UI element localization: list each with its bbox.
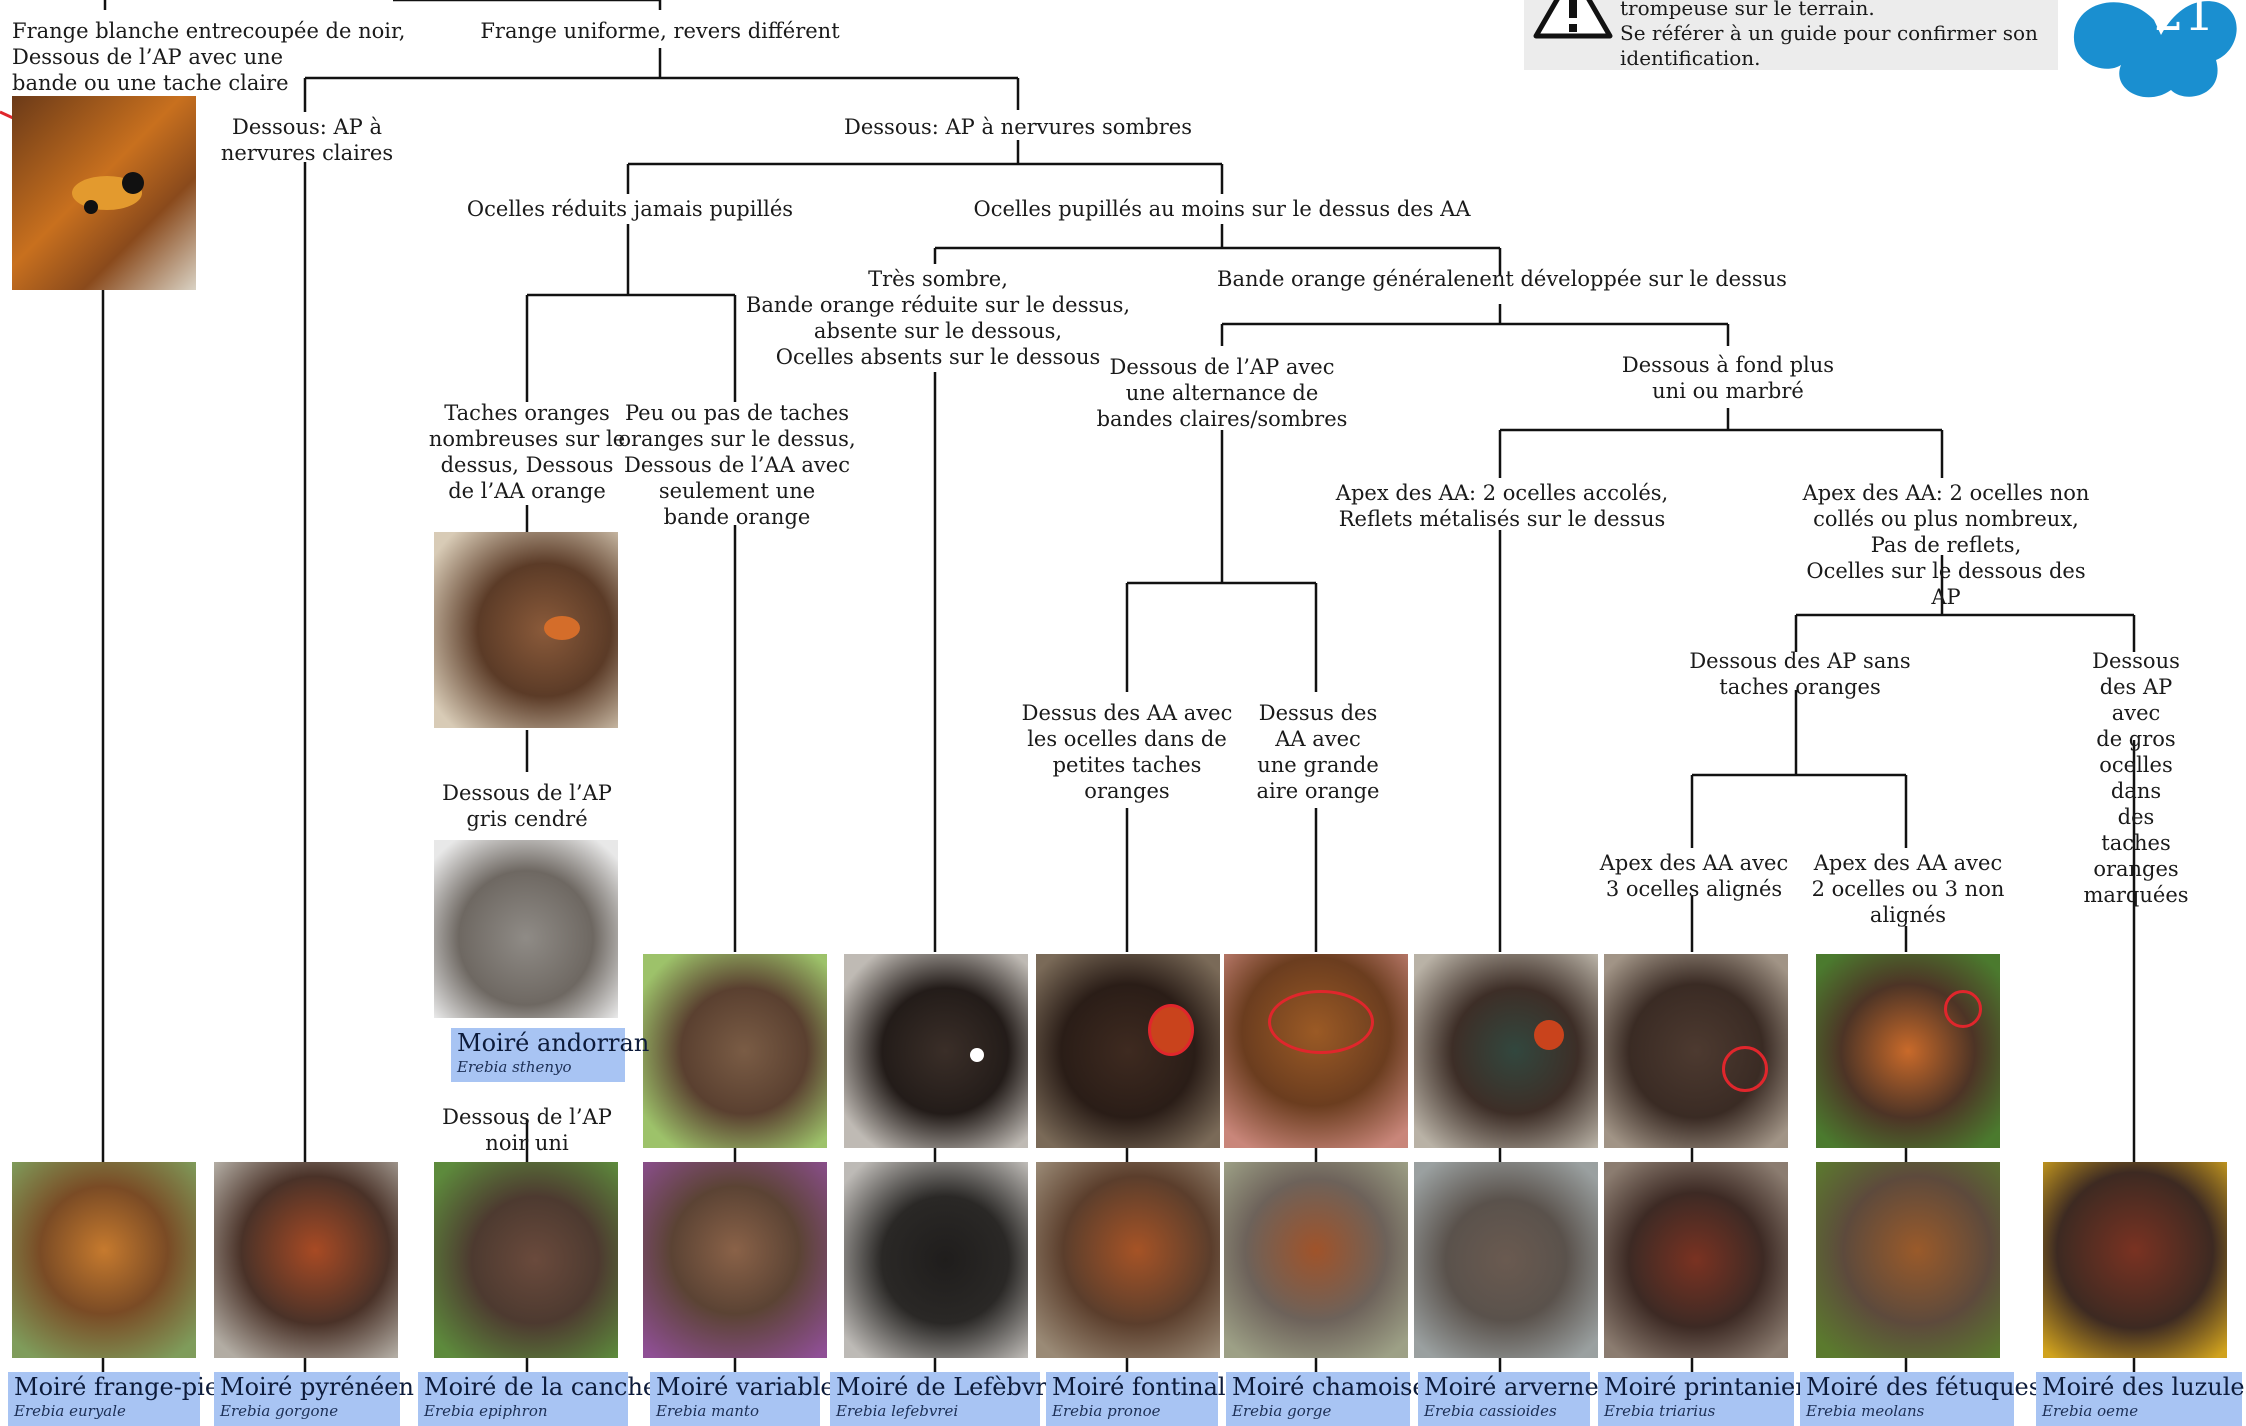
species-label-luzules: Moiré des luzules Erebia oeme — [2036, 1372, 2242, 1426]
photo-under-chamoise — [1224, 1162, 1408, 1358]
species-label-arverne: Moiré arverne Erebia cassioides — [1418, 1372, 1590, 1426]
node-frange-blanche: Frange blanche entrecoupée de noir, Dess… — [12, 18, 405, 96]
node-frange-uniforme: Frange uniforme, revers différent — [480, 18, 839, 44]
species-common-name: Moiré pyrénéen — [220, 1372, 394, 1402]
warning-icon — [1532, 0, 1614, 48]
species-label-andorran: Moiré andorran Erebia sthenyo — [451, 1028, 625, 1082]
species-label-printanier: Moiré printanier Erebia triarius — [1598, 1372, 1794, 1426]
photo-under-variable — [643, 1162, 827, 1358]
node-ap-sans-taches: Dessous des AP sans taches oranges — [1689, 648, 1910, 700]
photo-upper-printanier — [1604, 954, 1788, 1148]
species-common-name: Moiré printanier — [1604, 1372, 1788, 1402]
species-common-name: Moiré de Lefèbvre — [836, 1372, 1034, 1402]
node-petites-taches: Dessus des AA avec les ocelles dans de p… — [1022, 700, 1233, 804]
species-label-lefebvre: Moiré de Lefèbvre Erebia lefebvrei — [830, 1372, 1040, 1426]
page-number-badge: 21 — [2066, 0, 2246, 110]
species-common-name: Moiré de la canche — [424, 1372, 622, 1402]
warning-box: trompeuse sur le terrain. Se référer à u… — [1524, 0, 2058, 70]
node-ap-sombres: Dessous: AP à nervures sombres — [844, 114, 1192, 140]
node-fond-uni: Dessous à fond plus uni ou marbré — [1622, 352, 1834, 404]
photo-under-pyreneen — [214, 1162, 398, 1358]
node-ocelles-reduits: Ocelles réduits jamais pupillés — [467, 196, 793, 222]
node-gris-cendre: Dessous de l’AP gris cendré — [442, 780, 612, 832]
species-common-name: Moiré arverne — [1424, 1372, 1584, 1402]
photo-upper-fetuques — [1816, 954, 2000, 1148]
photo-upper-lefebvre — [844, 954, 1028, 1148]
node-alternance: Dessous de l’AP avec une alternance de b… — [1097, 354, 1348, 432]
photo-under-printanier — [1604, 1162, 1788, 1358]
photo-upper-variable — [643, 954, 827, 1148]
species-latin-name: Erebia cassioides — [1424, 1402, 1584, 1420]
photo-under-canche — [434, 1162, 618, 1358]
warning-text: trompeuse sur le terrain. Se référer à u… — [1620, 0, 2058, 71]
species-common-name: Moiré des luzules — [2042, 1372, 2236, 1402]
node-ocelles-pupilles: Ocelles pupillés au moins sur le dessus … — [973, 196, 1470, 222]
species-label-frange-pie: Moiré frange-pie Erebia euryale — [8, 1372, 200, 1426]
species-label-chamoise: Moiré chamoisé Erebia gorge — [1226, 1372, 1410, 1426]
page-number: 21 — [2153, 0, 2214, 42]
photo-under-lefebvre — [844, 1162, 1028, 1358]
photo-under-arverne — [1414, 1162, 1598, 1358]
node-ap-claires: Dessous: AP à nervures claires — [221, 114, 393, 166]
species-label-canche: Moiré de la canche Erebia epiphron — [418, 1372, 628, 1426]
node-deux-non-alignes: Apex des AA avec 2 ocelles ou 3 non alig… — [1812, 850, 2005, 928]
species-common-name: Moiré frange-pie — [14, 1372, 194, 1402]
photo-under-andorran — [434, 840, 618, 1018]
node-apex-non-colles: Apex des AA: 2 ocelles non collés ou plu… — [1796, 480, 2096, 610]
species-latin-name: Erebia gorgone — [220, 1402, 394, 1420]
node-noir-uni: Dessous de l’AP noir uni — [442, 1104, 612, 1156]
node-apex-accoles: Apex des AA: 2 ocelles accolés, Reflets … — [1336, 480, 1668, 532]
node-bande-orange: Bande orange généralenent développée sur… — [1217, 266, 1787, 292]
species-latin-name: Erebia gorge — [1232, 1402, 1404, 1420]
photo-upper-arverne — [1414, 954, 1598, 1148]
species-common-name: Moiré des fétuques — [1806, 1372, 2008, 1402]
node-taches-nombreuses: Taches oranges nombreuses sur le dessus,… — [429, 400, 625, 504]
photo-upper-chamoise — [1224, 954, 1408, 1148]
species-common-name: Moiré variable — [656, 1372, 814, 1402]
species-common-name: Moiré chamoisé — [1232, 1372, 1404, 1402]
photo-detail-frange-pie — [12, 96, 196, 290]
species-label-fontinal: Moiré fontinal Erebia pronoe — [1046, 1372, 1218, 1426]
species-latin-name: Erebia lefebvrei — [836, 1402, 1034, 1420]
species-latin-name: Erebia pronoe — [1052, 1402, 1212, 1420]
photo-under-luzules — [2043, 1162, 2227, 1358]
node-tres-sombre: Très sombre, Bande orange réduite sur le… — [746, 266, 1130, 370]
species-latin-name: Erebia euryale — [14, 1402, 194, 1420]
species-common-name: Moiré andorran — [457, 1028, 619, 1058]
node-grande-aire: Dessus des AA avec une grande aire orang… — [1257, 700, 1380, 804]
node-peu-taches: Peu ou pas de taches oranges sur le dess… — [618, 400, 855, 530]
species-label-fetuques: Moiré des fétuques Erebia meolans — [1800, 1372, 2014, 1426]
species-label-pyreneen: Moiré pyrénéen Erebia gorgone — [214, 1372, 400, 1426]
photo-upper-andorran — [434, 532, 618, 728]
node-trois-alignes: Apex des AA avec 3 ocelles alignés — [1600, 850, 1788, 902]
species-latin-name: Erebia sthenyo — [457, 1058, 619, 1076]
species-latin-name: Erebia meolans — [1806, 1402, 2008, 1420]
photo-upper-fontinal — [1036, 954, 1220, 1148]
photo-under-fetuques — [1816, 1162, 2000, 1358]
node-gros-ocelles: Dessous des AP avec de gros ocelles dans… — [2081, 648, 2191, 908]
species-latin-name: Erebia epiphron — [424, 1402, 622, 1420]
photo-under-frange-pie — [12, 1162, 196, 1358]
species-latin-name: Erebia manto — [656, 1402, 814, 1420]
species-latin-name: Erebia triarius — [1604, 1402, 1788, 1420]
photo-under-fontinal — [1036, 1162, 1220, 1358]
species-latin-name: Erebia oeme — [2042, 1402, 2236, 1420]
species-label-variable: Moiré variable Erebia manto — [650, 1372, 820, 1426]
species-common-name: Moiré fontinal — [1052, 1372, 1212, 1402]
